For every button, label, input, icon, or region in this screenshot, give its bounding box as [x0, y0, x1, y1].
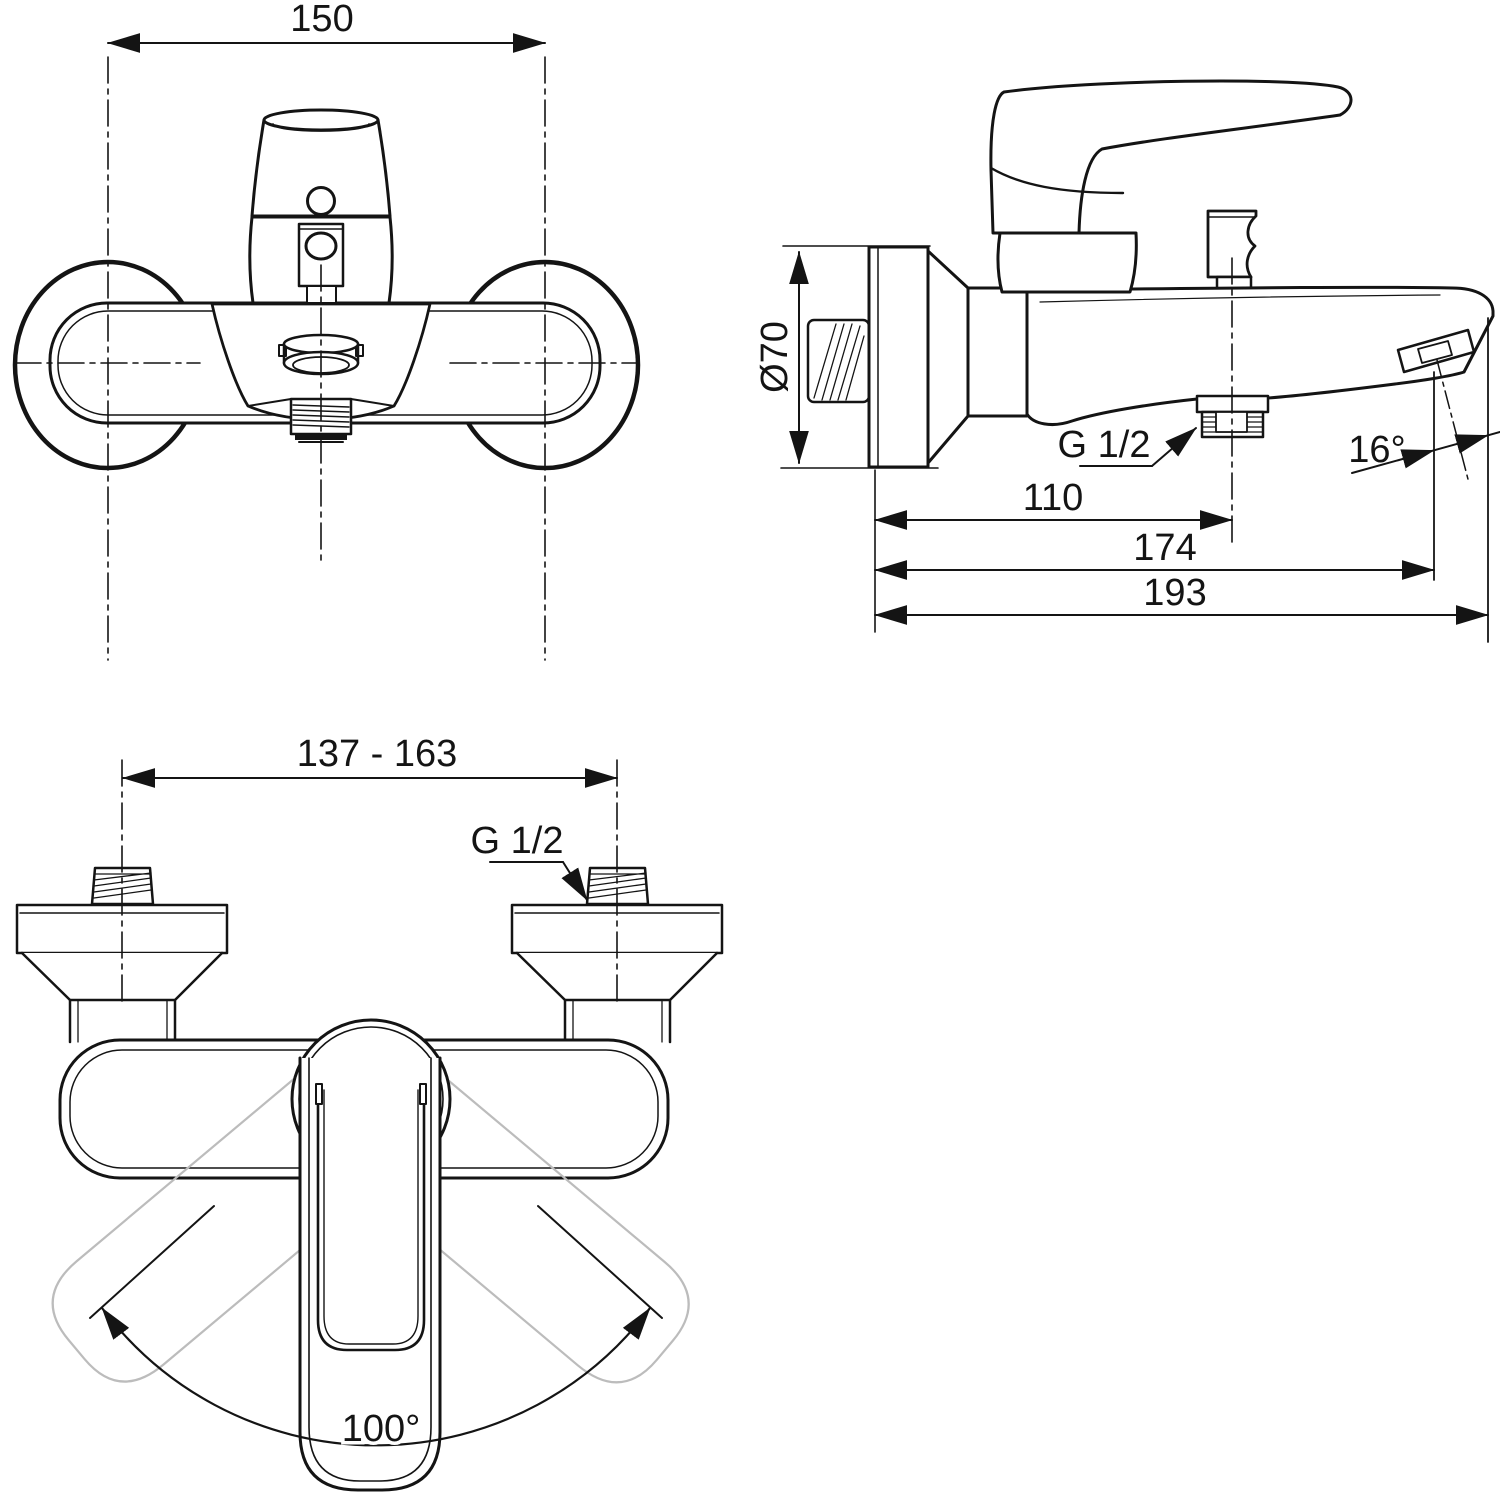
body-and-spout [1025, 285, 1495, 426]
lever-handle-side [989, 79, 1353, 235]
g12-leader-bottom [489, 861, 588, 901]
bath-mixer-front-view [12, 33, 641, 661]
dimension-193-label: 193 [1143, 572, 1206, 614]
g12-leader-side [1079, 427, 1197, 467]
dimension-dia70 [780, 245, 939, 469]
cone [926, 249, 970, 465]
centerlines-front [14, 56, 639, 661]
lever-knob-front [248, 108, 394, 305]
dimension-174-label: 174 [1133, 527, 1196, 569]
handle-swing-arc [89, 1205, 663, 1447]
right-wall-union [510, 866, 724, 1044]
shower-mixer-front-view [15, 759, 724, 1492]
g12-side-label: G 1/2 [1058, 424, 1151, 466]
knob-screw [306, 186, 336, 216]
escutcheon-side [867, 245, 930, 469]
dimension-137-163-label: 137 - 163 [297, 733, 458, 775]
cartridge-column [996, 231, 1138, 294]
centerlines-side [1231, 257, 1470, 547]
dimension-150-label: 150 [290, 0, 353, 40]
dimension-rows [874, 469, 1489, 633]
dimension-16deg [1351, 431, 1500, 474]
angle-16-label: 16° [1348, 429, 1405, 471]
g12-bottom-label: G 1/2 [471, 820, 564, 862]
dimension-dia70-label: Ø70 [754, 321, 796, 393]
centerlines-shower [121, 759, 618, 1003]
ring-nut [966, 286, 1029, 418]
spout-aerator [1396, 328, 1476, 374]
angle-100-label: 100° [342, 1408, 421, 1450]
bath-mixer-side-view [780, 79, 1500, 643]
wall-inlet-thread [806, 318, 871, 404]
dimension-110-label: 110 [1023, 477, 1084, 519]
